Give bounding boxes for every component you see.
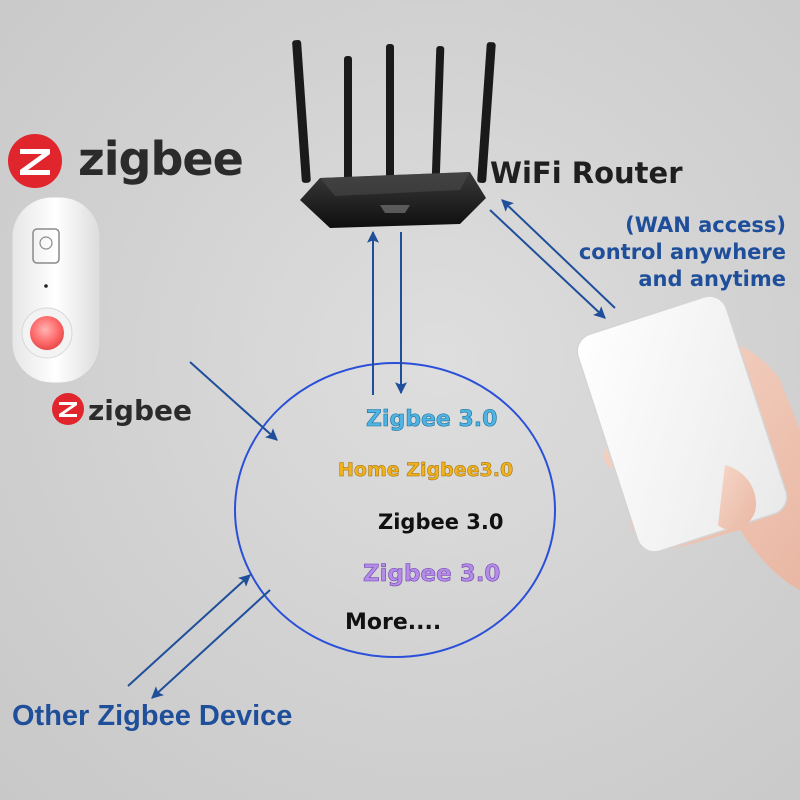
wifi-router <box>292 40 496 228</box>
wan-line-1: (WAN access) <box>625 213 786 237</box>
zigbee-logo-text: zigbee <box>78 132 244 186</box>
more-label: More.... <box>345 610 442 635</box>
arrow-phone-to-router <box>501 199 616 309</box>
other-device-label: Other Zigbee Device <box>12 700 293 732</box>
wan-line-3: and anytime <box>638 267 786 291</box>
zigbee-logo-small-icon <box>52 393 84 425</box>
wan-line-2: control anywhere <box>578 240 786 264</box>
wan-access-caption: (WAN access) control anywhere and anytim… <box>579 212 786 293</box>
protocol-label: Zigbee 3.0 <box>366 407 498 433</box>
arrow-router-to-phone <box>489 209 606 319</box>
sos-button-device <box>11 196 101 384</box>
zigbee-logo-icon <box>8 134 62 188</box>
arrow-device-to-network <box>189 361 278 441</box>
protocol-label: Home Zigbee3.0 <box>338 459 514 482</box>
protocol-label: Zigbee 3.0 <box>378 510 504 534</box>
zigbee-network-circle <box>234 362 556 658</box>
router-label: WiFi Router <box>490 156 683 190</box>
arrow-network-to-other <box>151 589 271 699</box>
protocol-label: Zigbee 3.0 <box>363 561 501 588</box>
smartphone-in-hand <box>576 295 800 590</box>
zigbee-logo-small-text: zigbee <box>88 394 192 427</box>
arrow-other-to-network <box>127 574 251 687</box>
